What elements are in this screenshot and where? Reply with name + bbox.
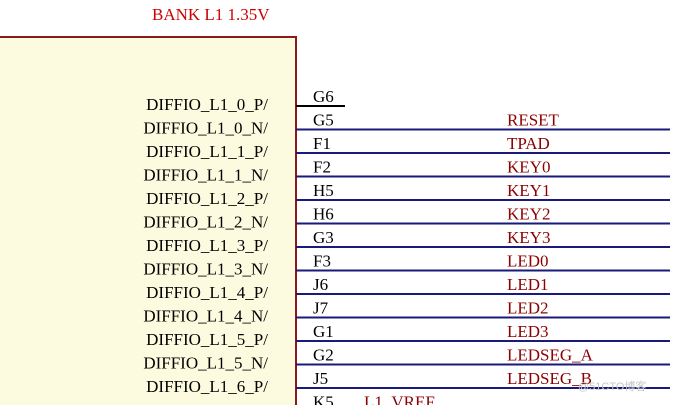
pin-number: J7 xyxy=(313,299,329,318)
pin-name: DIFFIO_L1_4_N/ xyxy=(143,307,268,326)
net-label: LEDSEG_A xyxy=(507,346,594,365)
pin-row: DIFFIO_L1_1_N/F2 KEY0 xyxy=(143,158,670,185)
pin-name: DIFFIO_L1_2_P/ xyxy=(146,189,268,208)
pin-number: G6 xyxy=(313,87,334,106)
pin-name: DIFFIO_L1_0_N/ xyxy=(143,119,268,138)
pin-number: H5 xyxy=(313,181,334,200)
net-label: LED1 xyxy=(507,275,549,294)
pin-number: J6 xyxy=(313,275,328,294)
pin-name: DIFFIO_L1_0_P/ xyxy=(146,95,268,114)
pin-row: DIFFIO_L1_0_N/G5 RESET xyxy=(143,111,670,138)
pin-name: DIFFIO_L1_3_N/ xyxy=(143,260,268,279)
pin-row: DIFFIO_L1_5_N/G2 LEDSEG_A xyxy=(143,346,670,373)
pin-number: H6 xyxy=(313,205,334,224)
pin-row: DIFFIO_L1_4_N/J7 LED2 xyxy=(143,299,670,326)
net-label: KEY0 xyxy=(507,158,550,177)
pin-row: DIFFIO_L1_3_P/G3 KEY3 xyxy=(146,228,670,255)
pin-number: J5 xyxy=(313,369,328,388)
pin-row: DIFFIO_L1_5_P/G1 LED3 xyxy=(146,322,670,349)
pin-number: G2 xyxy=(313,346,334,365)
pin-number: F3 xyxy=(313,252,331,271)
net-label: RESET xyxy=(507,111,560,130)
pin-name: DIFFIO_L1_1_P/ xyxy=(146,142,268,161)
pin-row: DIFFIO_L1_1_P/F1 TPAD xyxy=(146,134,670,161)
pin-row: DIFFIO_L1_6_P/J5 LEDSEG_B xyxy=(146,369,670,396)
net-label: KEY1 xyxy=(507,181,550,200)
pin-name: DIFFIO_L1_4_P/ xyxy=(146,283,268,302)
pin-row: DIFFIO_L1_2_P/H5 KEY1 xyxy=(146,181,670,208)
pin-row: DIFFIO_L1_3_N/F3 LED0 xyxy=(143,252,670,279)
net-label: LED3 xyxy=(507,322,549,341)
net-label: LED2 xyxy=(507,299,549,318)
net-label: LEDSEG_B xyxy=(507,369,592,388)
pin-name: DIFFIO_L1_3_P/ xyxy=(146,236,268,255)
net-label: TPAD xyxy=(507,134,550,153)
pin-row: DIFFIO_L1_2_N/H6 KEY2 xyxy=(143,205,670,232)
pin-number: F2 xyxy=(313,158,331,177)
fpga-symbol-body xyxy=(0,36,297,405)
bank-title: BANK L1 1.35V xyxy=(152,5,270,24)
pin-row: DIFFIO_L1_4_P/J6 LED1 xyxy=(146,275,670,302)
pin-number: F1 xyxy=(313,134,331,153)
pin-row: DIFFIO_L1_0_P/G6 xyxy=(146,87,345,114)
net-label: KEY2 xyxy=(507,205,550,224)
pin-number: G3 xyxy=(313,228,334,247)
watermark: @51CTO博客 xyxy=(578,379,646,393)
pin-name: DIFFIO_L1_2_N/ xyxy=(143,213,268,232)
pin-number: G5 xyxy=(313,111,334,130)
pin-name: DIFFIO_L1_6_P/ xyxy=(146,377,268,396)
net-label: KEY3 xyxy=(507,228,550,247)
net-label: L1_VREF xyxy=(364,393,435,405)
pin-name: DIFFIO_L1_1_N/ xyxy=(143,166,268,185)
pin-name: DIFFIO_L1_5_N/ xyxy=(143,354,268,373)
pin-row: K5 L1_VREF xyxy=(313,393,435,405)
pin-name: DIFFIO_L1_5_P/ xyxy=(146,330,268,349)
pin-number: G1 xyxy=(313,322,334,341)
pin-number: K5 xyxy=(313,393,334,405)
net-label: LED0 xyxy=(507,252,549,271)
